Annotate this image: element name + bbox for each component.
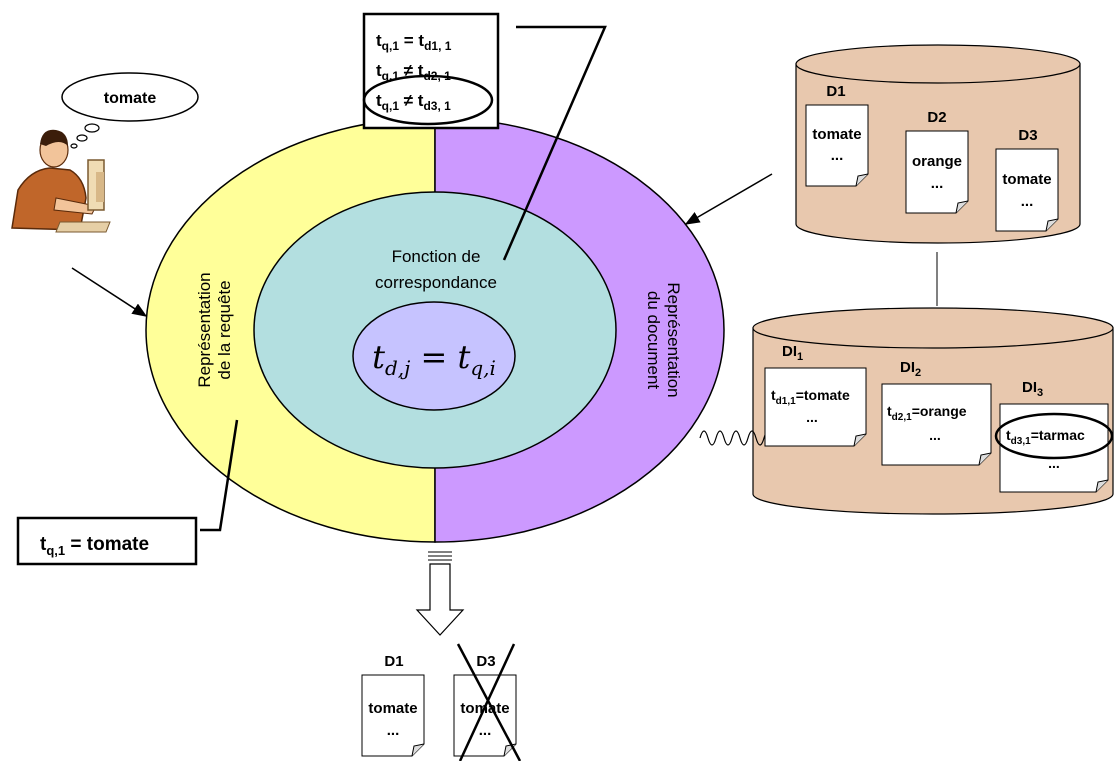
index-doc-di2: DI2 td2,1=orange ... [881, 359, 992, 466]
svg-text:...: ... [806, 409, 818, 425]
svg-text:orange: orange [912, 153, 962, 170]
svg-text:DI2: DI2 [900, 359, 921, 379]
matching-formula: td,j = tq,i [372, 338, 496, 380]
person-icon [11, 129, 111, 233]
main-ellipse [145, 117, 725, 543]
matching-function-label-1: Fonction de [392, 247, 481, 266]
svg-text:DI1: DI1 [782, 343, 803, 363]
formula-ellipse [352, 301, 516, 411]
svg-text:td1,1=tomate: td1,1=tomate [771, 387, 850, 407]
result-arrow [415, 551, 465, 636]
matching-function-label-2: correspondance [375, 273, 497, 292]
index-doc-di3: DI3 td3,1=tarmac ... [994, 379, 1114, 493]
svg-text:D3: D3 [476, 653, 495, 670]
collection-doc-d2: D2 orange ... [905, 109, 969, 214]
svg-text:td2,1=orange: td2,1=orange [887, 403, 967, 423]
svg-text:D1: D1 [826, 83, 845, 100]
svg-text:de la requête: de la requête [215, 280, 234, 379]
matching-box: tq,1 = td1, 1 tq,1 ≠ td2, 1 tq,1 ≠ td3, … [362, 12, 500, 130]
index-doc-di1: DI1 td1,1=tomate ... [764, 343, 867, 447]
user-arrow [71, 267, 148, 317]
svg-text:du document: du document [644, 291, 663, 390]
thought-bubble [61, 72, 199, 122]
svg-text:Représentation: Représentation [195, 272, 214, 387]
highlight-ellipse [362, 74, 494, 126]
query-representation-label: Représentation de la requête [195, 272, 234, 387]
document-representation-label: Représentation du document [644, 282, 683, 397]
svg-text:Représentation: Représentation [664, 282, 683, 397]
svg-text:tq,1 ≠ td3, 1: tq,1 ≠ td3, 1 [376, 91, 451, 113]
collection-doc-d1: D1 tomate ... [805, 83, 869, 187]
matching-box-pointer [502, 25, 607, 261]
svg-text:D2: D2 [927, 109, 946, 126]
svg-text:...: ... [931, 175, 944, 192]
svg-text:...: ... [929, 427, 941, 443]
svg-text:DI3: DI3 [1022, 379, 1043, 399]
svg-text:td3,1=tarmac: td3,1=tarmac [1006, 427, 1085, 447]
query-term-box: tq,1 = tomate [16, 516, 198, 566]
collection-arrow [684, 173, 773, 225]
svg-text:...: ... [479, 722, 492, 739]
svg-text:...: ... [387, 722, 400, 739]
thought-text: tomate [104, 90, 157, 107]
svg-text:D3: D3 [1018, 127, 1037, 144]
result-doc-d1: D1 tomate ... [361, 653, 425, 757]
index-highlight-ellipse [994, 412, 1114, 460]
svg-text:tq,1 = tomate: tq,1 = tomate [40, 534, 149, 558]
svg-text:D1: D1 [384, 653, 403, 670]
svg-text:tq,1 = td1, 1: tq,1 = td1, 1 [376, 31, 452, 53]
svg-text:tomate: tomate [368, 700, 417, 717]
query-term-pointer [200, 419, 239, 532]
svg-text:...: ... [831, 147, 844, 164]
svg-text:tomate: tomate [812, 126, 861, 143]
result-doc-d3: D3 tomate ... [453, 643, 522, 761]
collection-doc-d3: D3 tomate ... [995, 127, 1059, 232]
svg-text:tomate: tomate [1002, 171, 1051, 188]
cross-out-line-1 [456, 643, 522, 761]
user-figure: tomate [11, 72, 199, 233]
svg-text:...: ... [1048, 455, 1060, 471]
cross-out-line-2 [458, 643, 516, 761]
svg-text:...: ... [1021, 193, 1034, 210]
